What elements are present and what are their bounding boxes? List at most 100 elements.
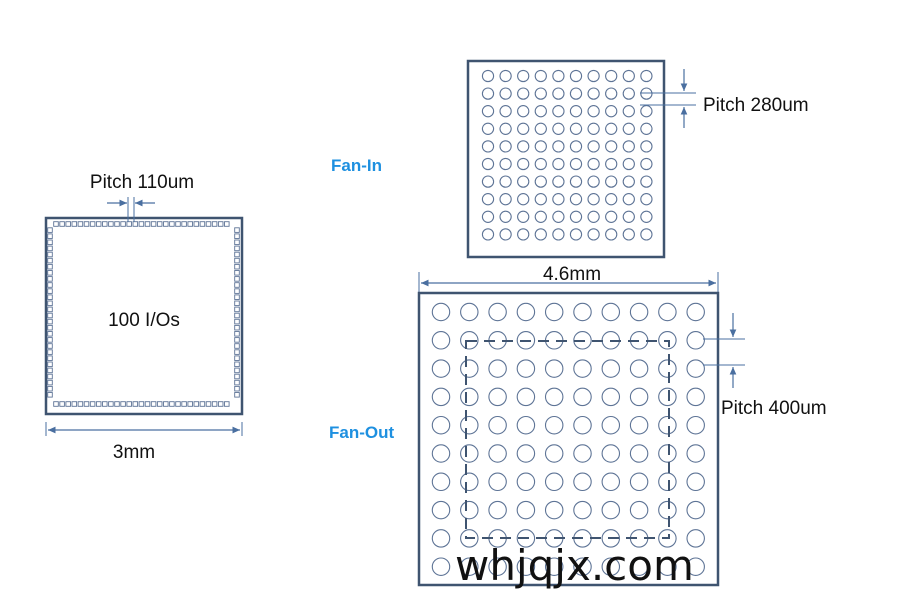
fan-in-ball <box>552 157 565 171</box>
fan-out-ball <box>431 359 451 378</box>
fan-in-ball <box>569 87 583 100</box>
fan-out-ball <box>686 529 705 548</box>
io-pad <box>47 239 53 246</box>
fan-in-ball <box>622 228 635 241</box>
io-pad <box>65 221 71 227</box>
fan-in-ball <box>481 122 495 135</box>
fan-in-ball <box>552 69 565 83</box>
io-pad <box>47 361 53 368</box>
io-pad <box>169 221 175 227</box>
pitch-400-label: Pitch 400um <box>721 398 827 419</box>
fan-in-ball <box>587 87 600 100</box>
io-pad <box>108 401 114 407</box>
watermark: whjqjx.com <box>455 541 694 590</box>
fan-out-ball <box>573 444 592 463</box>
fan-in-ball <box>605 193 618 206</box>
fan-out-ball <box>460 500 479 520</box>
fan-in-outline <box>466 59 666 259</box>
io-pad <box>234 306 240 313</box>
fan-out-ball <box>658 359 677 378</box>
io-pad <box>53 401 59 407</box>
io-pad <box>205 221 212 227</box>
fan-out-ball <box>658 500 677 520</box>
fan-in-ball <box>569 175 583 188</box>
io-pad <box>89 221 96 227</box>
fan-out-ball <box>686 557 705 576</box>
fan-in-ball <box>605 69 618 83</box>
fan-out-ball <box>601 302 621 322</box>
io-pad <box>224 221 230 227</box>
io-pad <box>47 245 53 252</box>
fan-in-ball <box>622 175 635 188</box>
io-pad <box>163 401 169 407</box>
fan-in-ball <box>517 87 530 100</box>
fan-out-ball <box>431 500 451 520</box>
fan-out-ball <box>488 359 507 378</box>
fan-in-ball <box>587 69 600 83</box>
io-pad <box>114 221 120 227</box>
io-pad <box>234 361 240 368</box>
fan-in-ball <box>587 157 600 171</box>
io-pad <box>132 221 139 227</box>
fan-in-ball <box>517 157 530 171</box>
fan-out-ball <box>488 415 507 435</box>
io-pad <box>138 221 145 227</box>
fan-out-ball <box>573 302 592 322</box>
fan-in-ball <box>499 140 512 153</box>
io-pad <box>89 401 96 407</box>
fan-out-ball <box>658 415 677 435</box>
fan-out-ball <box>431 529 451 548</box>
io-pad <box>47 343 53 349</box>
fan-in-ball <box>534 105 547 118</box>
fan-in-ball <box>499 87 512 100</box>
io-pad <box>47 227 53 233</box>
io-pad <box>47 288 53 294</box>
io-pad <box>163 221 169 227</box>
fan-in-ball <box>499 157 512 171</box>
fan-in-ball <box>552 210 565 223</box>
fan-in-ball <box>552 105 565 118</box>
io-pad <box>47 306 53 313</box>
fan-in-ball <box>481 210 495 223</box>
fan-in-ball <box>517 105 530 118</box>
io-pad <box>47 318 53 325</box>
fan-in-ball <box>534 157 547 171</box>
fan-in-ball <box>517 140 530 153</box>
io-pad <box>169 401 175 407</box>
fan-in-ball <box>569 122 583 135</box>
fan-out-ball <box>629 557 649 576</box>
io-pad <box>234 270 240 276</box>
io-pad <box>175 221 181 227</box>
io-pad <box>71 221 78 227</box>
fan-out-ball <box>601 472 621 492</box>
fan-in-ball <box>587 140 600 153</box>
width-3mm-dimension <box>45 422 243 436</box>
io-pad <box>187 401 193 407</box>
fan-in-ball <box>622 157 635 171</box>
fan-out-ball <box>658 387 677 407</box>
io-pad <box>47 294 53 300</box>
io-pad <box>234 263 240 270</box>
io-pad <box>234 349 240 355</box>
fan-out-ball <box>488 444 507 463</box>
io-pad <box>205 401 212 407</box>
fan-out-ball <box>544 557 564 576</box>
fan-in-ball <box>569 193 583 206</box>
fan-out-ball <box>431 444 451 463</box>
fan-in-ball <box>481 87 495 100</box>
io-pad <box>234 318 240 325</box>
fan-out-ball <box>431 331 451 350</box>
fan-out-ball <box>686 444 705 463</box>
pitch-110-label: Pitch 110um <box>90 172 194 193</box>
fan-out-ball <box>658 302 677 322</box>
fan-in-ball <box>534 210 547 223</box>
width-4-6mm-label: 4.6mm <box>543 264 601 285</box>
fan-in-ball <box>622 122 635 135</box>
fan-in-ball <box>499 193 512 206</box>
io-pad <box>95 401 102 407</box>
fan-in-ball <box>640 157 653 171</box>
fan-in-ball <box>587 175 600 188</box>
fan-out-ball <box>601 359 621 378</box>
fan-out-ball <box>488 387 507 407</box>
fan-out-ball <box>544 472 564 492</box>
